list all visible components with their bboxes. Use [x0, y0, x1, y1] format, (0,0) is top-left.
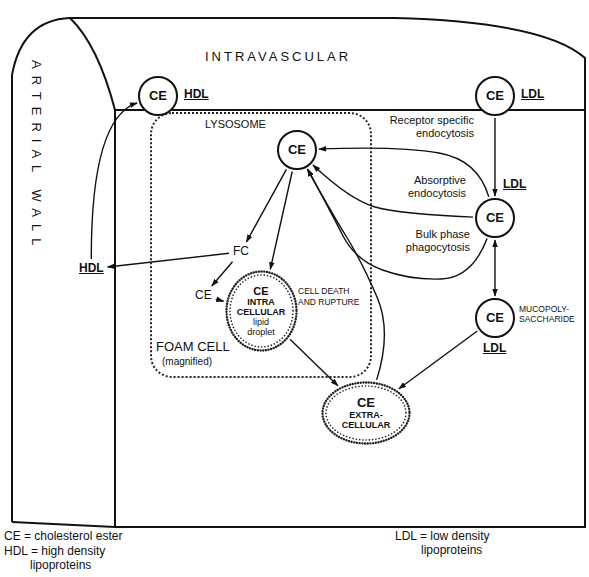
arrow-connector [308, 169, 488, 279]
arrow-connector [313, 165, 473, 217]
cell-note: (magnified) [162, 356, 212, 368]
lipoprotein-label: HDL [79, 262, 104, 276]
foam-cell: FOAM CELL(magnified)LYSOSOMECEFCCECEINTR… [150, 112, 372, 378]
arrow-connector [270, 172, 292, 270]
abbreviation-note: CE = cholesterol ester [4, 529, 230, 543]
node-text: FC [233, 245, 249, 259]
lipid-droplet: CEINTRA CELLULARlipid droplet [225, 270, 298, 352]
arrow-connector [91, 103, 137, 259]
droplet-text: EXTRA-CELLULAR [342, 410, 391, 430]
circle-text: CE [149, 89, 167, 104]
region-label: ARTERIAL WALL [28, 60, 43, 252]
lysosome-circle: LYSOSOMECE [277, 130, 317, 170]
droplet-text: INTRA CELLULAR [237, 297, 286, 317]
arterial-wall-band: ARTERIAL WALL [28, 60, 43, 252]
arrow-connector [108, 253, 229, 267]
circle-text: CE [486, 89, 504, 104]
abbreviation-note: LDL = low density lipoproteins [395, 529, 541, 557]
arrow-connector [494, 240, 495, 296]
node-text: CE [195, 289, 212, 303]
lipoprotein-label: HDL [184, 88, 209, 102]
lipoprotein-circle: CELDL [475, 76, 515, 116]
arrow-connector [216, 299, 224, 301]
arrow-connector [494, 118, 495, 196]
droplet-text: lipid droplet [247, 317, 275, 337]
lipoprotein-circle: CELDL [475, 198, 515, 238]
circle-text: CE [486, 311, 504, 326]
cell-label: FOAM CELL [156, 340, 230, 355]
lipoprotein-circle: CEHDL [138, 76, 178, 116]
arrow-connector [399, 331, 477, 389]
circle-text: CE [288, 143, 306, 158]
matrix-label: MUCOPOLY-SACCHARIDE [519, 304, 575, 324]
edge-label: Bulk phase phagocytosis [400, 228, 470, 254]
abbreviation-note: HDL = high density lipoproteins [4, 544, 150, 572]
droplet-text: CE [253, 285, 268, 297]
edge-label: Receptor specific endocytosis [378, 114, 474, 140]
circle-text: CE [486, 211, 504, 226]
organelle-label: LYSOSOME [205, 118, 266, 131]
free-cholesterol-node: FC [232, 245, 250, 259]
region-label: INTRAVASCULAR [205, 50, 351, 65]
arrow-connector [308, 169, 385, 380]
lipoprotein-label: LDL [483, 342, 506, 356]
edge-label: Absorptive endocytosis [400, 174, 466, 200]
arrow-connector [290, 339, 338, 386]
extracellular-droplet: CEEXTRA-CELLULAR [321, 381, 411, 445]
droplet-text: CE [357, 396, 375, 411]
lipoprotein-label: LDL [521, 88, 544, 102]
cholesterol-ester-node: CE [194, 289, 213, 303]
edge-label: CELL DEATH AND RUPTURE [298, 286, 364, 308]
arrow-connector [246, 169, 286, 242]
lipoprotein-circle: CEMUCOPOLY-SACCHARIDELDL [475, 298, 515, 338]
intravascular-band: INTRAVASCULAR CE HDL CE LDL [70, 18, 585, 110]
arrow-connector [212, 262, 233, 286]
lipoprotein-label: LDL [503, 178, 526, 192]
lipoprotein-text-node: HDL [78, 262, 105, 276]
